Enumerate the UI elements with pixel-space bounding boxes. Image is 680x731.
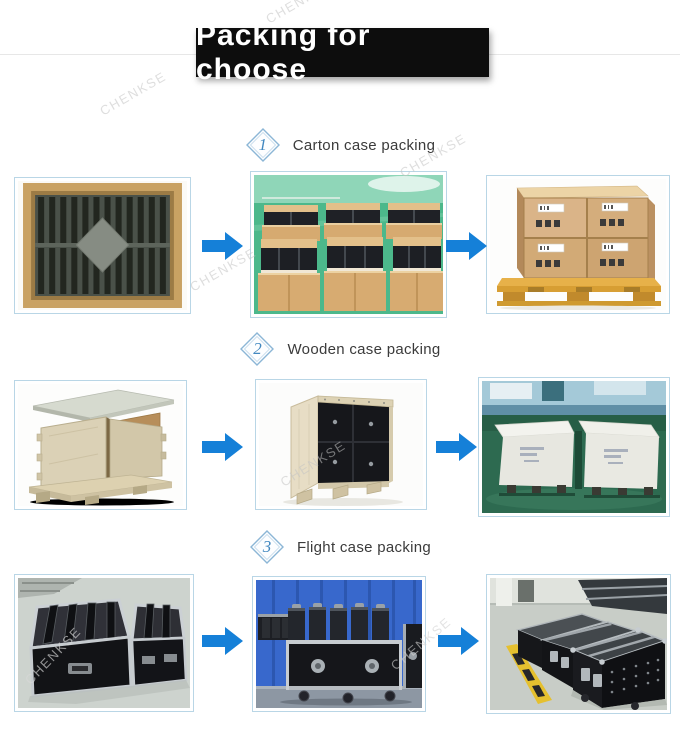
- watermark: CHENKSE: [97, 68, 169, 119]
- section-heading-flight: 3 Flight case packing: [0, 529, 680, 565]
- carton-boxes-floor-image: [254, 175, 443, 314]
- arrow-right-icon: [438, 627, 479, 655]
- step-diamond-icon: 1: [245, 127, 281, 163]
- carton-foam-image: [18, 181, 187, 310]
- white-crates-image: [482, 381, 666, 513]
- arrow-right-icon: [436, 433, 477, 461]
- open-flight-cases-image: [18, 578, 190, 708]
- wooden-crate-exploded-image: [18, 384, 183, 506]
- photo-wooden-crate-disassembled: [14, 380, 187, 510]
- section-heading-carton: 1 Carton case packing: [0, 127, 680, 163]
- section-heading-wooden: 2 Wooden case packing: [0, 331, 680, 367]
- section-label: Wooden case packing: [287, 340, 441, 358]
- arrow-right-icon: [202, 232, 243, 260]
- wooden-crate-led-image: [259, 383, 423, 506]
- step-diamond-icon: 3: [249, 529, 285, 565]
- page-title: Packing for choose: [196, 19, 489, 86]
- arrow-right-icon: [202, 627, 243, 655]
- photo-flight-case-loaded-with-panels: [252, 576, 426, 712]
- arrow-right-icon: [202, 433, 243, 461]
- section-label: Flight case packing: [296, 538, 432, 556]
- pallet-stack-image: [490, 179, 666, 310]
- photo-wooden-crates-on-factory-floor: [478, 377, 670, 517]
- loaded-flight-case-image: [256, 580, 422, 708]
- page-title-text: Packing for choose: [196, 18, 371, 86]
- section-label: Carton case packing: [292, 136, 436, 154]
- step-number: 2: [253, 339, 262, 358]
- arrow-right-icon: [446, 232, 487, 260]
- photo-carton-with-foam-packed-modules: [14, 177, 191, 314]
- step-diamond-icon: 2: [239, 331, 275, 367]
- photo-wooden-crate-with-led-panels: [255, 379, 427, 510]
- photo-open-carton-boxes-on-factory-floor: [250, 171, 447, 318]
- step-number: 1: [258, 135, 268, 154]
- closed-flight-cases-image: [490, 578, 667, 710]
- photo-closed-flight-cases-row: [486, 574, 671, 714]
- photo-carton-boxes-stacked-on-pallet: [486, 175, 670, 314]
- photo-open-flight-cases-with-dividers: [14, 574, 194, 712]
- step-number: 3: [262, 537, 272, 556]
